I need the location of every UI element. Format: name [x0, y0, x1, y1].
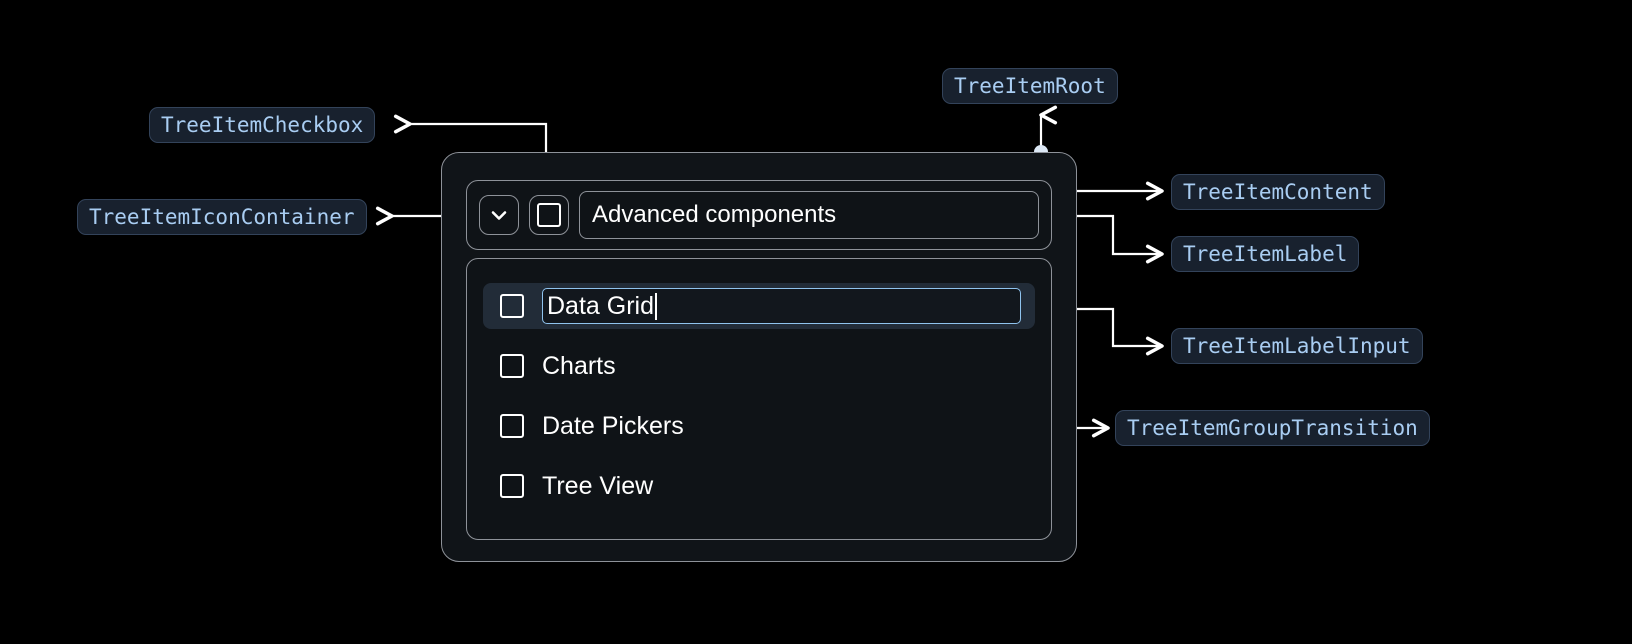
- annotation-chip-tree-item-root: TreeItemRoot: [942, 68, 1118, 104]
- checkbox-box[interactable]: [500, 354, 524, 378]
- tree-item-label-text: Tree View: [542, 471, 654, 500]
- tree-item-icon-container[interactable]: [479, 195, 519, 235]
- checkbox-box: [537, 203, 561, 227]
- annotation-chip-tree-item-label-input: TreeItemLabelInput: [1171, 328, 1423, 364]
- tree-item-label[interactable]: Advanced components: [579, 191, 1039, 239]
- tree-child-row-tree-view[interactable]: Tree View: [483, 463, 1035, 509]
- tree-item-label-text: Date Pickers: [542, 411, 684, 440]
- annotation-chip-tree-item-group-transition: TreeItemGroupTransition: [1115, 410, 1430, 446]
- tree-item-label-text: Advanced components: [592, 201, 837, 228]
- text-caret: [654, 292, 657, 320]
- annotation-chip-tree-item-checkbox: TreeItemCheckbox: [149, 107, 376, 143]
- annotation-chip-tree-item-icon-container: TreeItemIconContainer: [77, 199, 367, 235]
- checkbox-box[interactable]: [500, 474, 524, 498]
- tree-item-content[interactable]: Advanced components: [466, 180, 1052, 250]
- tree-child-row-date-pickers[interactable]: Date Pickers: [483, 403, 1035, 449]
- annotation-chip-tree-item-label: TreeItemLabel: [1171, 236, 1360, 272]
- checkbox-box[interactable]: [500, 414, 524, 438]
- tree-item-label-input-value: Data Grid: [547, 291, 654, 320]
- tree-child-row-charts[interactable]: Charts: [483, 343, 1035, 389]
- tree-item-label-input[interactable]: Data Grid: [542, 288, 1021, 324]
- chevron-down-icon: [487, 203, 511, 227]
- annotation-chip-tree-item-content: TreeItemContent: [1171, 174, 1385, 210]
- tree-item-group-transition: Data Grid Charts Date Pickers Tree View: [466, 258, 1052, 540]
- checkbox-box[interactable]: [500, 294, 524, 318]
- tree-item-label-text: Charts: [542, 351, 616, 380]
- tree-item-checkbox[interactable]: [529, 195, 569, 235]
- tree-child-row-data-grid[interactable]: Data Grid: [483, 283, 1035, 329]
